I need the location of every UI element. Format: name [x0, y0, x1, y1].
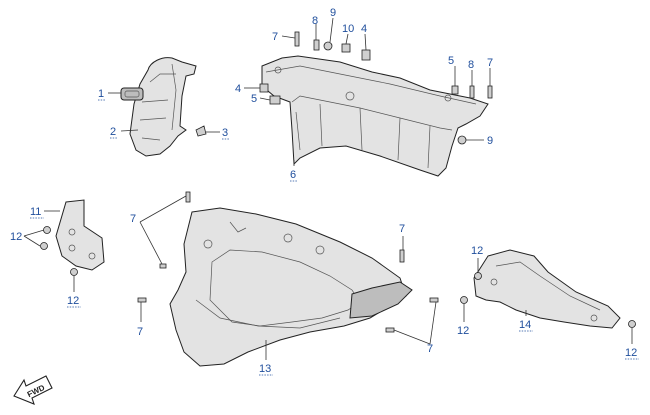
part-5-clip-a[interactable]: [269, 95, 281, 105]
callout-13: 13: [259, 363, 271, 375]
callout-12-b: 12: [67, 295, 79, 307]
fwd-arrow-icon: FWD: [13, 375, 53, 405]
part-5-clip-b[interactable]: [451, 85, 459, 95]
part-7-screw-c[interactable]: [185, 191, 191, 203]
part-12-nut-d[interactable]: [474, 272, 482, 280]
part-12-nut-e[interactable]: [460, 296, 468, 304]
callout-labels: 1 2 3 7 8 9 10 4 4 5 5 8 7 9 6 11 12 12 …: [10, 7, 637, 375]
part-12-nut-b[interactable]: [40, 242, 48, 250]
part-6-rear-panel[interactable]: [261, 55, 489, 177]
callout-6: 6: [290, 169, 296, 181]
callout-7-d: 7: [399, 223, 405, 235]
part-9-washer-b[interactable]: [457, 135, 467, 145]
callout-underlines: [30, 99, 639, 376]
part-7-screw-e[interactable]: [399, 249, 405, 263]
part-12-nut-f[interactable]: [628, 320, 636, 328]
part-7-screw-d[interactable]: [159, 263, 167, 269]
callout-9-b: 9: [487, 135, 493, 147]
part-12-nut-a[interactable]: [43, 226, 51, 234]
part-4-nut-a[interactable]: [361, 49, 371, 61]
callout-12-c: 12: [471, 245, 483, 257]
part-7-screw-b[interactable]: [487, 85, 493, 99]
callout-9-a: 9: [330, 7, 336, 19]
callout-8-b: 8: [468, 59, 474, 71]
part-8-screw-a[interactable]: [313, 39, 320, 51]
callout-12-d: 12: [457, 325, 469, 337]
callout-10: 10: [342, 23, 354, 35]
part-7-screw-g[interactable]: [429, 297, 439, 303]
leader-lines: [23, 17, 633, 360]
callout-11: 11: [30, 206, 41, 218]
callout-7-a: 7: [272, 31, 278, 43]
part-7-screw-a[interactable]: [294, 31, 300, 47]
part-7-screw-h[interactable]: [385, 327, 395, 333]
callout-14: 14: [519, 319, 531, 331]
callout-12-e: 12: [625, 347, 637, 359]
part-1-grommet[interactable]: [120, 87, 144, 101]
callout-4-a: 4: [361, 23, 367, 35]
callout-7-b: 7: [487, 57, 493, 69]
callout-7-e: 7: [137, 326, 143, 338]
callout-5-b: 5: [448, 55, 454, 67]
part-12-nut-c[interactable]: [70, 268, 78, 276]
part-4-nut-b[interactable]: [259, 83, 269, 93]
callout-7-c: 7: [130, 213, 136, 225]
part-2-inner-cover[interactable]: [129, 57, 197, 157]
callout-7-f: 7: [427, 343, 433, 355]
part-10-clip[interactable]: [341, 43, 351, 53]
callout-2: 2: [110, 126, 116, 138]
callout-4-b: 4: [235, 83, 241, 95]
part-14-side-cover[interactable]: [473, 249, 621, 329]
part-13-front-cover[interactable]: [169, 207, 413, 367]
callout-1: 1: [98, 88, 104, 100]
part-8-screw-b[interactable]: [469, 85, 475, 99]
callout-3: 3: [222, 127, 228, 139]
callout-12-a: 12: [10, 231, 22, 243]
part-11-bracket[interactable]: [55, 199, 105, 271]
part-3-screw[interactable]: [195, 125, 207, 137]
part-7-screw-f[interactable]: [137, 297, 147, 303]
part-9-washer-a[interactable]: [323, 41, 333, 51]
callout-8-a: 8: [312, 15, 318, 27]
callout-5-a: 5: [251, 93, 257, 105]
